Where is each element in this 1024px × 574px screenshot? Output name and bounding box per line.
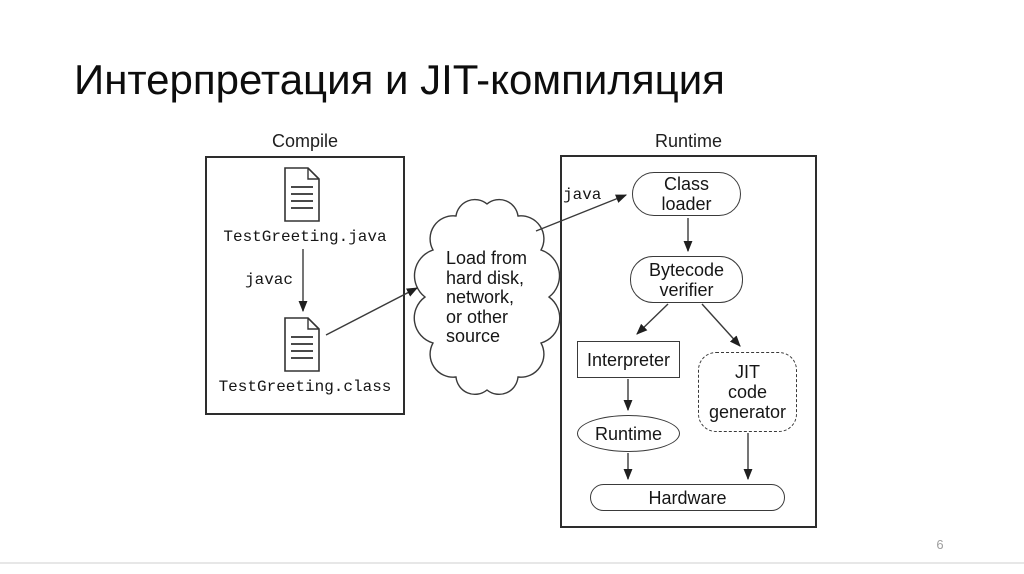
- cloud-caption-line: network,: [446, 287, 515, 307]
- arrow-verifier-to-jit: [701, 303, 741, 347]
- arrow-verifier-to-interpreter: [636, 303, 669, 335]
- java-transfer-label: java: [563, 186, 602, 204]
- cloud-caption-line: or other: [446, 306, 509, 327]
- source-file-label: TestGreeting.java: [223, 228, 387, 246]
- bottom-divider: [0, 562, 1024, 564]
- cloud-caption-line: source: [446, 326, 501, 346]
- arrow-cloud-to-loader: [535, 194, 628, 232]
- runtime-group-label: Runtime: [654, 131, 723, 151]
- runtime-node: Runtime: [577, 415, 680, 452]
- javac-label: javac: [244, 271, 293, 289]
- class-file-label: TestGreeting.class: [218, 378, 392, 396]
- page-number: 6: [936, 537, 944, 552]
- cloud-caption: Load from hard disk, network, or other s…: [446, 248, 528, 347]
- java-file-icon: [284, 167, 320, 222]
- slide-title: Интерпретация и JIT-компиляция: [74, 56, 725, 103]
- cloud-caption-line: hard disk,: [446, 267, 525, 288]
- hardware-node: Hardware: [590, 484, 785, 511]
- cloud-shape: [413, 198, 561, 396]
- class-file-icon: [284, 317, 320, 372]
- runtime-box: [560, 155, 817, 528]
- cloud-caption-line: Load from: [446, 248, 528, 268]
- class-loader-node: Class loader: [632, 172, 741, 216]
- compile-box: [205, 156, 405, 415]
- interpreter-node: Interpreter: [577, 341, 680, 378]
- arrow-class-to-cloud: [325, 287, 418, 336]
- jit-code-generator-node: JIT code generator: [698, 352, 797, 432]
- compile-group-label: Compile: [271, 131, 339, 151]
- bytecode-verifier-node: Bytecode verifier: [630, 256, 743, 303]
